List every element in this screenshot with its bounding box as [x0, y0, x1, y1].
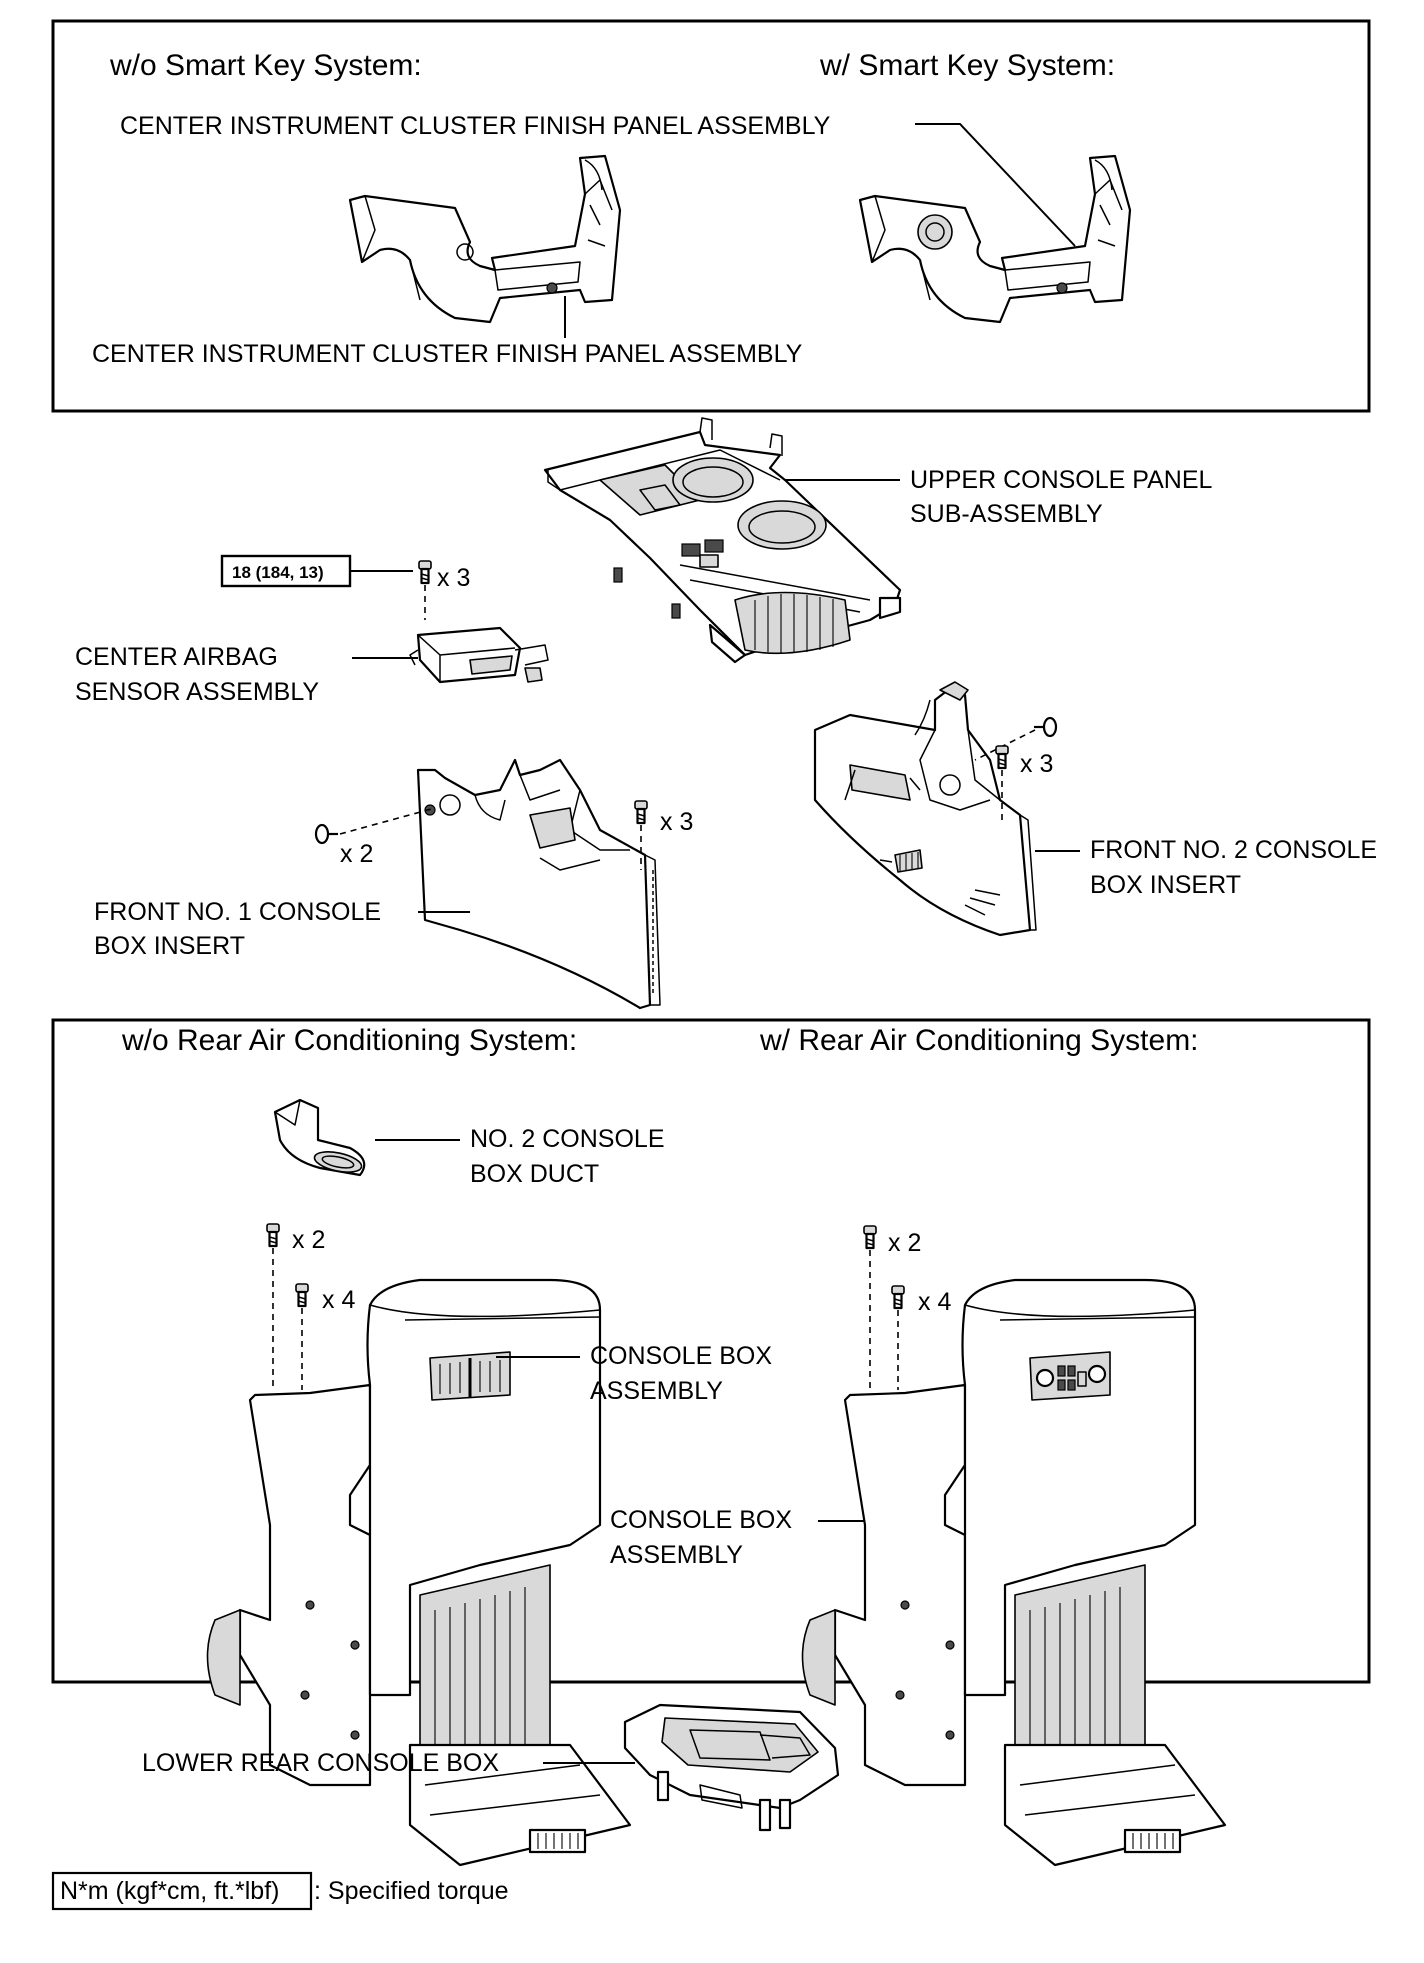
header-with-rear-ac: w/ Rear Air Conditioning System: [759, 1024, 1199, 1057]
clip-icon-insert2 [1032, 716, 1058, 738]
upper-console-panel [543, 417, 902, 664]
dash-insert1-clip [339, 807, 436, 835]
dash-insert2-clip [974, 729, 1036, 761]
center-airbag-sensor [409, 626, 549, 684]
label-console-right-line2: ASSEMBLY [610, 1541, 743, 1569]
legend-unit-text: N*m (kgf*cm, ft.*lbf) [60, 1877, 279, 1905]
label-console-left-line2: ASSEMBLY [590, 1377, 723, 1405]
smart-key-switch-hole [917, 214, 953, 250]
qty-insert2-bolts: x 3 [1020, 750, 1053, 778]
bolt-icon-right-x4 [890, 1284, 906, 1310]
finish-panel-without-smart-key [348, 154, 622, 324]
finish-panel-with-smart-key [858, 154, 1132, 324]
bolt-icon-left-x2 [265, 1222, 281, 1248]
rear-ac-frame [51, 1018, 1371, 1684]
cup-holder-front [672, 457, 754, 503]
front-no2-console-box-insert [813, 681, 1037, 937]
qty-insert1-bolts: x 3 [660, 808, 693, 836]
label-airbag-line2: SENSOR ASSEMBLY [75, 678, 319, 706]
label-console-right-line1: CONSOLE BOX [610, 1506, 792, 1534]
smart-key-frame [51, 19, 1371, 413]
bolt-icon-airbag [417, 559, 433, 585]
legend-unit-box [51, 1871, 313, 1911]
torque-spec-value: 18 (184, 13) [232, 563, 324, 582]
front-no1-console-box-insert [416, 758, 661, 1010]
label-airbag-line1: CENTER AIRBAG [75, 643, 278, 671]
clip-icon-insert1 [314, 823, 340, 845]
middle-section: UPPER CONSOLE PANEL SUB-ASSEMBLY 18 (184… [75, 417, 1377, 1010]
leader-finish-panel-with-smart-key [915, 123, 1076, 247]
label-upper-console-line1: UPPER CONSOLE PANEL [910, 466, 1213, 494]
label-insert2-line1: FRONT NO. 2 CONSOLE [1090, 836, 1377, 864]
label-insert1-line1: FRONT NO. 1 CONSOLE [94, 898, 381, 926]
qty-right-bolts-b: x 4 [918, 1288, 951, 1316]
label-finish-panel-with-smart-key: CENTER INSTRUMENT CLUSTER FINISH PANEL A… [120, 112, 831, 140]
qty-right-bolts-a: x 2 [888, 1229, 921, 1257]
label-insert2-line2: BOX INSERT [1090, 871, 1241, 899]
label-upper-console-line2: SUB-ASSEMBLY [910, 500, 1103, 528]
lower-rear-console-box-section: LOWER REAR CONSOLE BOX [142, 1703, 840, 1832]
bolt-icon-insert2 [994, 744, 1010, 770]
label-duct-line2: BOX DUCT [470, 1160, 599, 1188]
bolt-icon-insert1 [633, 799, 649, 825]
torque-legend: N*m (kgf*cm, ft.*lbf) : Specified torque [51, 1871, 509, 1911]
console-box-with-rear-ac [801, 1278, 1227, 1867]
qty-insert1-clips: x 2 [340, 840, 373, 868]
smart-key-section: w/o Smart Key System: w/ Smart Key Syste… [51, 19, 1371, 413]
header-with-smart-key: w/ Smart Key System: [819, 49, 1115, 82]
bolt-icon-right-x2 [862, 1224, 878, 1250]
header-without-rear-ac: w/o Rear Air Conditioning System: [121, 1024, 577, 1057]
qty-left-bolts-b: x 4 [322, 1286, 355, 1314]
cup-holder-rear [737, 500, 827, 550]
label-insert1-line2: BOX INSERT [94, 932, 245, 960]
rear-ac-section: w/o Rear Air Conditioning System: w/ Rea… [51, 1018, 1371, 1867]
header-without-smart-key: w/o Smart Key System: [109, 49, 422, 82]
bolt-icon-left-x4 [294, 1282, 310, 1308]
label-duct-line1: NO. 2 CONSOLE [470, 1125, 665, 1153]
label-finish-panel-without-smart-key: CENTER INSTRUMENT CLUSTER FINISH PANEL A… [92, 340, 803, 368]
label-console-left-line1: CONSOLE BOX [590, 1342, 772, 1370]
legend-description: : Specified torque [314, 1877, 509, 1905]
qty-left-bolts-a: x 2 [292, 1226, 325, 1254]
console-box-without-rear-ac [206, 1278, 632, 1867]
label-lower-rear-console: LOWER REAR CONSOLE BOX [142, 1749, 499, 1777]
qty-airbag-bolts: x 3 [437, 564, 470, 592]
no2-console-box-duct [273, 1098, 366, 1177]
lower-rear-console-box [623, 1703, 840, 1832]
